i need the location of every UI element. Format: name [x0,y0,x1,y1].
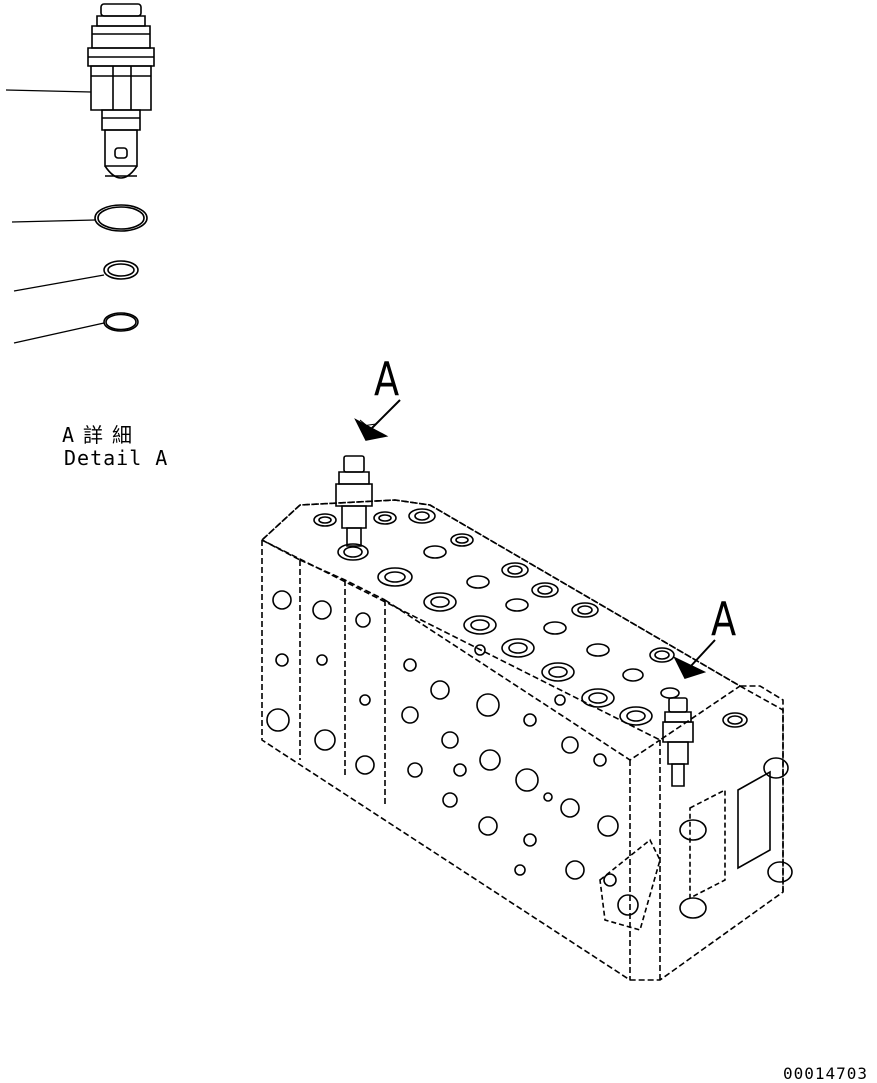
detail-title-jp: A詳細 [62,423,142,447]
view-callout-a-top: A [374,352,400,406]
backup-ring [104,261,138,279]
top-ports [314,509,747,727]
relief-valve-installed-right [663,698,693,786]
o-ring-large [95,205,147,231]
view-arrow-a-top [356,400,400,440]
relief-valve-installed-top [336,456,372,546]
o-ring-small [104,313,138,331]
view-callout-a-right: A [711,592,737,646]
end-cap-plugs [680,758,792,918]
drawing-number: 00014703 [783,1064,869,1083]
view-arrow-a-right [675,640,715,678]
control-valve-block [262,500,783,980]
detail-title-en: Detail A [64,446,169,470]
leader-lines [6,90,104,343]
side-ports [267,591,638,915]
relief-valve-cartridge [88,4,154,178]
